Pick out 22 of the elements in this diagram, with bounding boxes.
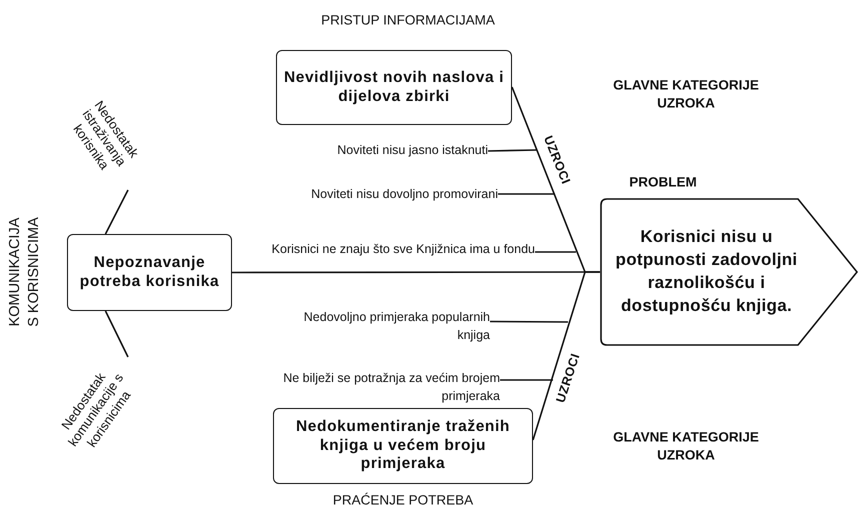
section-heading: GLAVNE KATEGORIJE UZROKA <box>612 428 760 464</box>
leader-line <box>490 320 568 323</box>
cause-text: Ne bilježi se potražnja za većim brojem primjeraka <box>280 368 500 406</box>
leader-line <box>535 251 576 253</box>
leader-line <box>500 379 553 381</box>
problem-text: Korisnici nisu u potpunosti zadovoljni raznolikošću i dostupnošću knjiga. <box>614 226 798 317</box>
category-box: Nevidljivost novih naslova i dijelova zbirki <box>276 50 512 125</box>
leader-line <box>488 149 538 152</box>
category-heading: PROBLEM <box>629 174 697 190</box>
category-box: Nedokumentiranje traženih knjiga u većem broju primjeraka <box>273 408 533 484</box>
cause-text: Noviteti nisu dovoljno promovirani <box>230 185 498 204</box>
connector-line <box>104 190 129 234</box>
connector-line <box>104 310 129 358</box>
category-heading: PRAĆENJE POTREBA <box>332 492 474 508</box>
category-heading: PRISTUP INFORMACIJAMA <box>321 12 495 28</box>
cause-text: Noviteti nisu jasno istaknuti <box>270 141 488 160</box>
cause-text: Nedovoljno primjeraka popularnih knjiga <box>290 307 490 345</box>
category-box: Nepoznavanje potreba korisnika <box>67 234 232 311</box>
section-heading: GLAVNE KATEGORIJE UZROKA <box>612 76 760 112</box>
leader-line <box>498 193 555 195</box>
connector-line <box>232 271 600 274</box>
category-heading: KOMUNIKACIJA S KORISNICIMA <box>6 216 43 329</box>
